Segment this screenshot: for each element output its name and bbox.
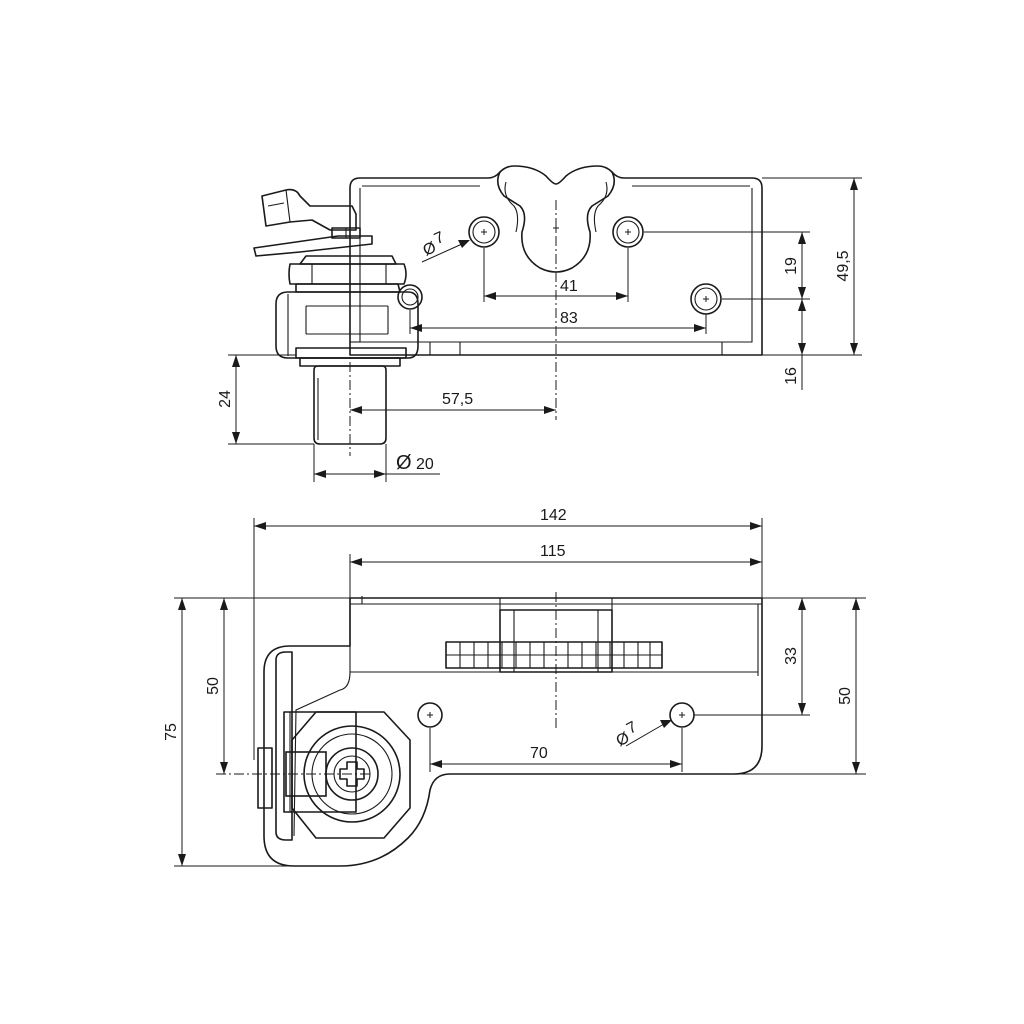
- lever-plate: [253, 235, 373, 257]
- side-view: Ø 7 41 83 57,5 19 16: [217, 165, 862, 482]
- screw-washer: [303, 725, 401, 823]
- dim-label-19: 19: [783, 257, 800, 275]
- dim-label-83: 83: [560, 310, 578, 327]
- dim-label-20: 20: [416, 456, 434, 473]
- side-bracket-body: [349, 165, 763, 356]
- top-base-plate: [263, 597, 763, 867]
- side-bracket-inner-edge: [359, 188, 753, 343]
- side-tab: [257, 747, 273, 809]
- dim-label-33: 33: [783, 647, 800, 665]
- latch-housing: [275, 291, 419, 359]
- dim-label-50-right: 50: [837, 687, 854, 705]
- hex-nut: [288, 263, 407, 285]
- dim-label-75: 75: [163, 723, 180, 741]
- dim-label-142: 142: [540, 507, 567, 524]
- dim-label-49-5: 49,5: [835, 250, 852, 281]
- latch-pin: [313, 365, 387, 445]
- lever-handle: [261, 188, 357, 231]
- dim-label-16: 16: [783, 367, 800, 385]
- top-hole-left: [417, 702, 443, 728]
- side-hole-left: [468, 216, 500, 248]
- dim-label-50-left: 50: [205, 677, 222, 695]
- latch-pin-head: [397, 284, 423, 310]
- dim-label-70: 70: [530, 745, 548, 762]
- phillips-cross-icon: [339, 761, 365, 787]
- side-hole-right: [612, 216, 644, 248]
- dim-label-57-5: 57,5: [442, 391, 473, 408]
- dim-label-115: 115: [540, 543, 566, 560]
- dim-label-41: 41: [560, 278, 578, 295]
- hinge-segments: [445, 641, 663, 669]
- dim-label-24: 24: [217, 390, 234, 408]
- pin-diameter-symbol: Ø: [396, 452, 412, 474]
- top-hex-nut: [291, 711, 411, 839]
- top-view: 142 115 70 Ø 7 33 50: [163, 507, 866, 867]
